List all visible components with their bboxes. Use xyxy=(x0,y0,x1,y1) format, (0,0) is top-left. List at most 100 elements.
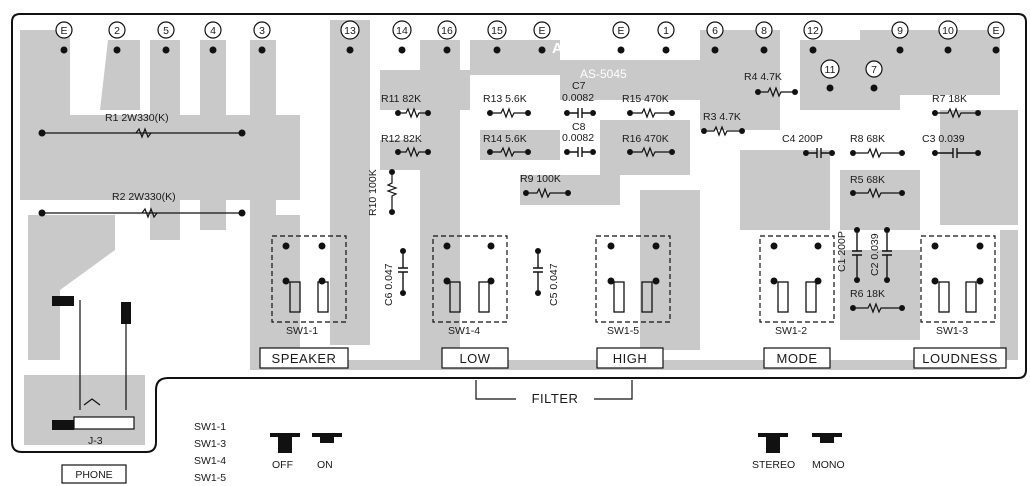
terminal-e-mid2: E xyxy=(612,21,630,54)
resistor-r14: R14 5.6K xyxy=(483,133,531,158)
svg-text:R7 18K: R7 18K xyxy=(932,93,967,105)
svg-text:16: 16 xyxy=(441,25,453,37)
terminal-14: 14 xyxy=(392,20,412,54)
switch-legend-list: SW1-1 SW1-3 SW1-4 SW1-5 xyxy=(194,421,226,484)
terminal-4: 4 xyxy=(204,21,222,54)
resistor-r16: R16 470K xyxy=(622,133,675,158)
svg-text:6: 6 xyxy=(712,25,718,37)
switch-sw1-2: SW1-2 xyxy=(759,235,835,337)
svg-text:5: 5 xyxy=(163,25,169,37)
svg-text:10: 10 xyxy=(942,25,954,37)
svg-text:3: 3 xyxy=(259,25,265,37)
switch-sw1-3: SW1-3 xyxy=(920,235,996,337)
terminal-8: 8 xyxy=(755,21,773,54)
svg-text:R3 4.7K: R3 4.7K xyxy=(703,111,741,123)
terminal-16: 16 xyxy=(437,20,457,54)
svg-text:SW1-3: SW1-3 xyxy=(936,325,968,337)
svg-text:C8: C8 xyxy=(572,121,586,133)
capacitor-c8: C8 0.0082 xyxy=(562,121,596,157)
terminal-15: 15 xyxy=(487,20,507,54)
resistor-r3: R3 4.7K xyxy=(701,111,745,137)
svg-text:R9 100K: R9 100K xyxy=(520,173,561,185)
svg-text:R8 68K: R8 68K xyxy=(850,133,885,145)
resistor-r12: R12 82K xyxy=(381,133,431,158)
svg-text:J-3: J-3 xyxy=(88,435,103,447)
svg-text:R10 100K: R10 100K xyxy=(367,169,379,216)
capacitor-c4: C4 200P xyxy=(782,133,835,158)
terminal-2: 2 xyxy=(108,21,126,54)
svg-text:E: E xyxy=(60,25,67,37)
svg-text:E: E xyxy=(617,25,624,37)
resistor-r9: R9 100K xyxy=(520,173,571,199)
switch-sw1-4: SW1-4 xyxy=(432,235,508,337)
switch-sw1-1: SW1-1 xyxy=(271,235,347,337)
phone-jack: J-3 xyxy=(52,296,135,447)
terminal-10: 10 xyxy=(938,20,958,54)
svg-text:R16 470K: R16 470K xyxy=(622,133,669,145)
terminal-5: 5 xyxy=(157,21,175,54)
svg-text:R15 470K: R15 470K xyxy=(622,93,669,105)
svg-text:LOW: LOW xyxy=(459,351,490,366)
label-low: LOW xyxy=(441,347,509,369)
svg-text:R12 82K: R12 82K xyxy=(381,133,422,145)
svg-text:SW1-3: SW1-3 xyxy=(194,438,226,450)
svg-text:E: E xyxy=(538,25,545,37)
svg-text:OFF: OFF xyxy=(272,459,293,471)
svg-text:SW1-4: SW1-4 xyxy=(194,455,226,467)
terminal-e-left: E xyxy=(55,21,73,54)
filter-bracket: FILTER xyxy=(475,380,633,406)
capacitor-c3: C3 0.039 xyxy=(922,133,981,158)
resistor-r10: R10 100K xyxy=(367,169,398,216)
svg-text:2: 2 xyxy=(114,25,120,37)
svg-text:15: 15 xyxy=(491,25,503,37)
capacitor-c2: C2 0.039 xyxy=(869,227,892,283)
svg-text:R1 2W330(K): R1 2W330(K) xyxy=(105,112,169,124)
resistor-r2: R2 2W330(K) xyxy=(38,191,246,219)
resistor-r13: R13 5.6K xyxy=(483,93,531,119)
resistor-r8: R8 68K xyxy=(850,133,905,159)
svg-text:FILTER: FILTER xyxy=(532,391,579,406)
terminal-e-mid1: E xyxy=(533,21,551,54)
svg-text:11: 11 xyxy=(825,64,836,76)
terminal-13: 13 xyxy=(340,20,360,54)
svg-text:HIGH: HIGH xyxy=(613,351,648,366)
svg-text:C2 0.039: C2 0.039 xyxy=(869,233,881,276)
svg-text:SW1-2: SW1-2 xyxy=(775,325,807,337)
svg-text:1: 1 xyxy=(663,25,669,37)
model-text: AS-5045 xyxy=(580,67,627,81)
svg-text:0.0082: 0.0082 xyxy=(562,92,594,104)
svg-text:C5 0.047: C5 0.047 xyxy=(548,263,560,306)
resistor-r5: R5 68K xyxy=(850,174,905,199)
svg-text:R14 5.6K: R14 5.6K xyxy=(483,133,527,145)
svg-text:MODE: MODE xyxy=(777,351,818,366)
brand-text: AKAI xyxy=(552,40,589,57)
terminal-3: 3 xyxy=(253,21,271,54)
svg-text:SW1-5: SW1-5 xyxy=(194,472,226,484)
resistor-r7: R7 18K xyxy=(932,93,981,119)
terminal-1: 1 xyxy=(657,21,675,54)
svg-text:E: E xyxy=(992,25,999,37)
terminal-e-right: E xyxy=(987,21,1005,54)
terminal-11: 11 xyxy=(820,59,840,92)
svg-text:R11 82K: R11 82K xyxy=(381,93,421,105)
svg-text:R4 4.7K: R4 4.7K xyxy=(744,71,782,83)
label-mode: MODE xyxy=(763,347,831,369)
label-phone: PHONE xyxy=(61,464,127,484)
svg-text:SW1-4: SW1-4 xyxy=(448,325,480,337)
svg-text:C1 200P: C1 200P xyxy=(836,231,848,272)
svg-text:C3 0.039: C3 0.039 xyxy=(922,133,965,145)
svg-text:R13 5.6K: R13 5.6K xyxy=(483,93,527,105)
svg-text:ON: ON xyxy=(317,459,333,471)
svg-text:9: 9 xyxy=(897,25,903,37)
svg-text:SW1-1: SW1-1 xyxy=(286,325,318,337)
resistor-r1: R1 2W330(K) xyxy=(38,112,246,139)
svg-text:4: 4 xyxy=(210,25,216,37)
svg-text:C6 0.047: C6 0.047 xyxy=(383,263,395,306)
capacitor-c7: C7 0.0082 xyxy=(562,80,596,118)
label-loudness: LOUDNESS xyxy=(913,347,1007,369)
terminal-row: E 2 5 4 3 13 14 xyxy=(55,20,1005,92)
svg-text:7: 7 xyxy=(871,64,877,76)
svg-text:R5 68K: R5 68K xyxy=(850,174,885,186)
terminal-7: 7 xyxy=(865,60,883,92)
